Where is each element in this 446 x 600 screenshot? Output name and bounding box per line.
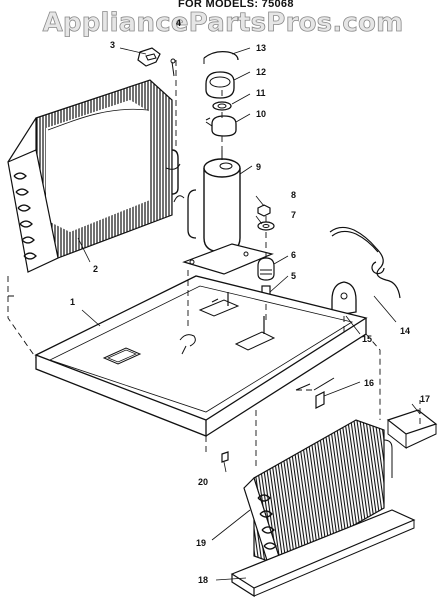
callout-2: 2 [93, 264, 98, 274]
callout-16: 16 [364, 378, 374, 388]
diagram-header: FOR MODELS: 75068 AppliancePartsPros.com [0, 0, 446, 38]
callout-labels: 1 2 3 4 5 6 7 8 9 10 11 12 13 14 15 16 1… [70, 18, 430, 585]
callout-6: 6 [291, 250, 296, 260]
bracket-part-15 [331, 281, 357, 317]
overload-part-10 [205, 115, 237, 137]
bracket-part-3 [137, 47, 176, 77]
callout-9: 9 [256, 162, 261, 172]
evaporator-coil [7, 79, 181, 273]
callout-3: 3 [110, 40, 115, 50]
cover-part-17 [386, 409, 438, 450]
callout-10: 10 [256, 109, 266, 119]
callout-13: 13 [256, 43, 266, 53]
callout-5: 5 [291, 271, 296, 281]
callout-7: 7 [291, 210, 296, 220]
nut-part-8 [257, 204, 271, 217]
washer-part-7 [257, 221, 275, 231]
gasket-part-11 [212, 101, 232, 111]
callout-1: 1 [70, 297, 75, 307]
clip-part-13 [203, 50, 239, 64]
callout-12: 12 [256, 67, 266, 77]
callout-18: 18 [198, 575, 208, 585]
site-watermark: AppliancePartsPros.com [42, 8, 404, 39]
drain-pan-part-18 [230, 509, 416, 598]
callout-14: 14 [400, 326, 410, 336]
assembly-lines [7, 60, 421, 470]
callout-19: 19 [196, 538, 206, 548]
callout-20: 20 [198, 477, 208, 487]
callout-8: 8 [291, 190, 296, 200]
compressor [173, 150, 274, 275]
models-caption: FOR MODELS: 75068 [178, 0, 294, 10]
callout-11: 11 [256, 88, 266, 98]
terminal-cover-part-12 [205, 71, 235, 99]
bracket-part-16 [315, 391, 325, 409]
tubing-part-14 [329, 226, 401, 299]
callout-17: 17 [420, 394, 430, 404]
base-pan [34, 275, 368, 437]
condenser-coil [243, 419, 393, 578]
callout-15: 15 [362, 334, 372, 344]
clip-part-20 [221, 451, 229, 463]
grommet-part-6 [257, 257, 275, 281]
callout-4: 4 [176, 18, 181, 28]
leader-lines [77, 47, 421, 581]
